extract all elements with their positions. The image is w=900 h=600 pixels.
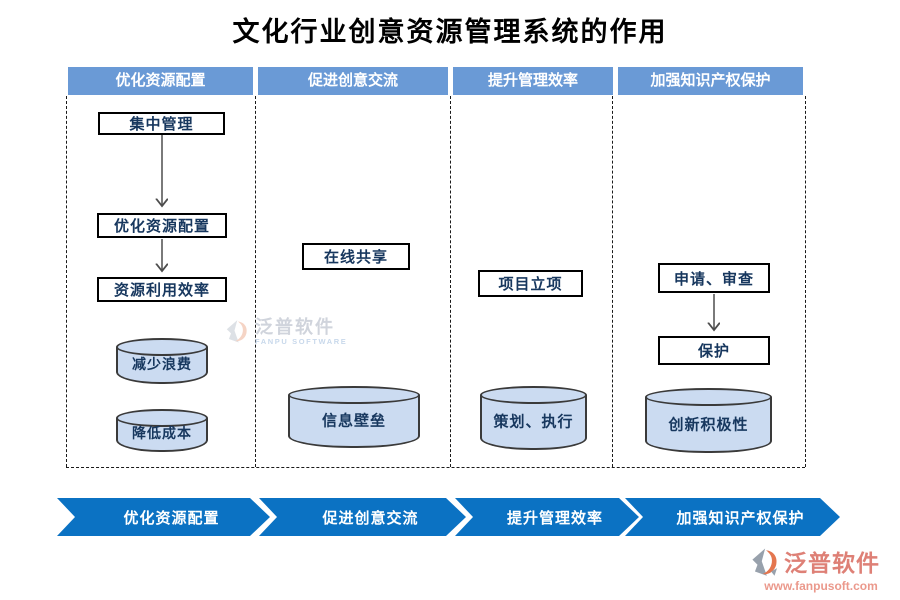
cylinder-innovation-motivation: 创新积极性 bbox=[645, 388, 772, 453]
lane-divider bbox=[612, 96, 613, 467]
cylinder-shape bbox=[645, 397, 772, 453]
flow-step-optimize-resources: 优化资源配置 bbox=[57, 498, 270, 536]
cylinder-shape bbox=[480, 386, 587, 404]
cylinder-shape bbox=[116, 409, 208, 427]
flow-step-ip-protection: 加强知识产权保护 bbox=[625, 498, 840, 536]
watermark: 泛普软件 FANPU SOFTWARE bbox=[224, 317, 347, 347]
cylinder-label: 信息壁垒 bbox=[321, 412, 386, 430]
brand-name: 泛普软件 bbox=[784, 550, 880, 576]
cylinder-shape bbox=[480, 395, 587, 450]
lane-divider bbox=[255, 96, 256, 467]
box-resource-utilization: 资源利用效率 bbox=[97, 277, 227, 302]
lane-divider bbox=[450, 96, 451, 467]
box-centralized-management: 集中管理 bbox=[98, 112, 225, 135]
cylinder-label: 降低成本 bbox=[132, 425, 192, 442]
lane-divider bbox=[66, 96, 67, 467]
cylinder-information-barrier: 信息壁垒 bbox=[288, 386, 420, 448]
cylinder-shape bbox=[116, 338, 208, 356]
box-project-initiation: 项目立项 bbox=[478, 270, 583, 297]
cylinder-label: 策划、执行 bbox=[493, 413, 574, 431]
lane-divider bbox=[805, 96, 806, 467]
brand-url: www.fanpusoft.com bbox=[764, 579, 878, 593]
brand-logo-icon bbox=[752, 548, 778, 576]
cylinder-shape bbox=[288, 386, 420, 404]
box-protection: 保护 bbox=[658, 336, 770, 365]
box-online-sharing: 在线共享 bbox=[302, 243, 410, 270]
column-header-creative-exchange: 促进创意交流 bbox=[258, 67, 448, 95]
cylinder-planning-execution: 策划、执行 bbox=[480, 386, 587, 450]
box-apply-review: 申请、审查 bbox=[658, 263, 770, 293]
cylinder-lower-cost: 降低成本 bbox=[116, 409, 208, 452]
watermark-logo-icon bbox=[226, 320, 247, 343]
watermark-brand: 泛普软件 bbox=[255, 317, 335, 337]
cylinder-reduce-waste: 减少浪费 bbox=[116, 338, 208, 384]
box-optimize-resource-allocation: 优化资源配置 bbox=[97, 213, 227, 238]
flow-step-creative-exchange: 促进创意交流 bbox=[259, 498, 466, 536]
flow-step-management-efficiency: 提升管理效率 bbox=[455, 498, 639, 536]
watermark-sub: FANPU SOFTWARE bbox=[255, 337, 348, 346]
cylinder-label: 创新积极性 bbox=[668, 416, 749, 434]
lane-bottom-border bbox=[66, 467, 805, 468]
cylinder-label: 减少浪费 bbox=[132, 355, 192, 372]
column-header-management-efficiency: 提升管理效率 bbox=[453, 67, 613, 95]
column-header-ip-protection: 加强知识产权保护 bbox=[618, 67, 803, 95]
cylinder-shape bbox=[645, 388, 772, 406]
column-header-optimize-resources: 优化资源配置 bbox=[68, 67, 253, 95]
page-title: 文化行业创意资源管理系统的作用 bbox=[232, 17, 668, 48]
brand-logo: 泛普软件 www.fanpusoft.com bbox=[748, 546, 894, 593]
